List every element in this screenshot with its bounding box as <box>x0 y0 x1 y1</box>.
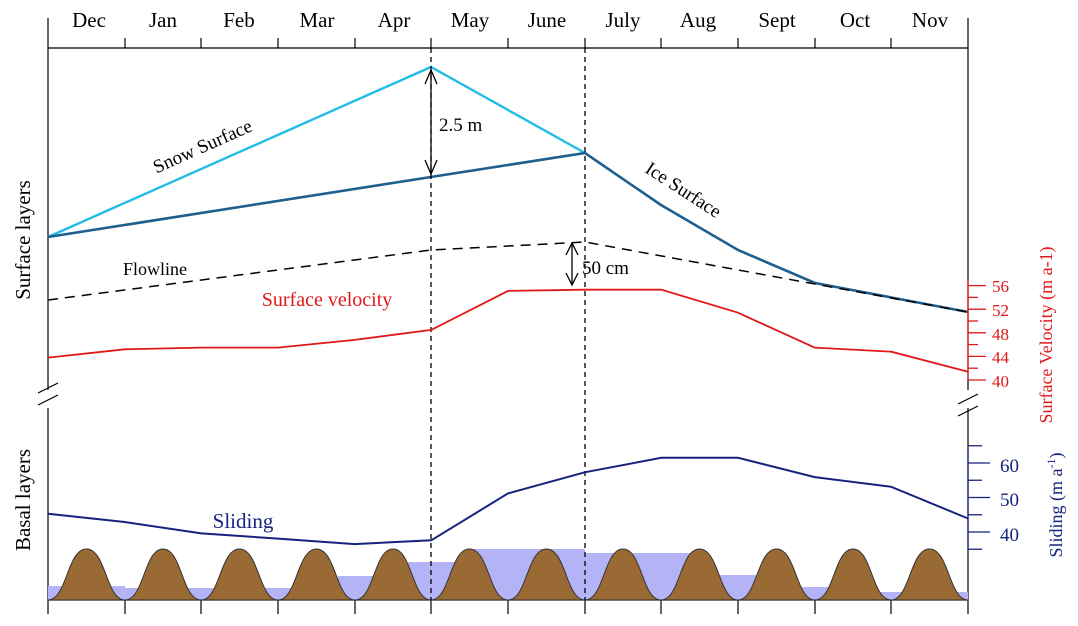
sliding-axis-title: Sliding (m a-1) <box>1044 453 1067 558</box>
snow-thickness-arrow <box>424 68 438 176</box>
surface-velocity-tick-label: 44 <box>992 348 1010 367</box>
surface-velocity-axis-title: Surface Velocity (m a-1) <box>1036 246 1057 423</box>
sliding-label: Sliding <box>213 509 274 533</box>
surface-velocity-tick-label: 56 <box>992 277 1009 296</box>
month-label: Sept <box>758 8 796 32</box>
flowline-label: Flowline <box>123 259 187 279</box>
month-label: Feb <box>223 8 255 32</box>
month-label: Apr <box>378 8 411 32</box>
month-label: Aug <box>680 8 717 32</box>
month-axis-top <box>47 18 969 49</box>
month-label: Nov <box>912 8 949 32</box>
month-label: May <box>451 8 490 32</box>
sliding-series <box>47 456 969 546</box>
basal-water <box>48 549 968 600</box>
month-label: Mar <box>300 8 335 32</box>
month-axis-bottom <box>47 599 969 614</box>
basal-layers-label: Basal layers <box>11 449 35 551</box>
sliding-tick-label: 40 <box>1000 525 1019 546</box>
surface-layers-label: Surface layers <box>11 180 35 300</box>
snow-thickness-label: 2.5 m <box>439 115 483 136</box>
sliding-axis <box>967 445 990 550</box>
sliding-tick-label: 60 <box>1000 456 1019 477</box>
month-label: June <box>528 8 567 32</box>
surface-velocity-tick-label: 52 <box>992 301 1009 320</box>
frame-left <box>37 48 59 600</box>
surface-velocity-axis <box>967 280 986 381</box>
snow-surface-line <box>47 65 586 239</box>
surface-velocity-series <box>47 288 969 373</box>
month-label: Oct <box>840 8 870 32</box>
surface-velocity-tick-label: 48 <box>992 325 1009 344</box>
month-label: Jan <box>149 8 177 32</box>
month-label: July <box>605 8 641 32</box>
flowline-offset-label: 50 cm <box>582 258 629 279</box>
surface-velocity-label: Surface velocity <box>262 289 393 311</box>
ice-surface-label: Ice Surface <box>641 158 725 222</box>
sliding-tick-label: 50 <box>1000 490 1019 511</box>
bedrock-bumps <box>47 548 969 601</box>
surface-velocity-tick-label: 40 <box>992 372 1009 391</box>
flowline <box>47 241 969 313</box>
month-label: Dec <box>72 8 106 32</box>
flowline-offset-arrow <box>565 241 579 287</box>
